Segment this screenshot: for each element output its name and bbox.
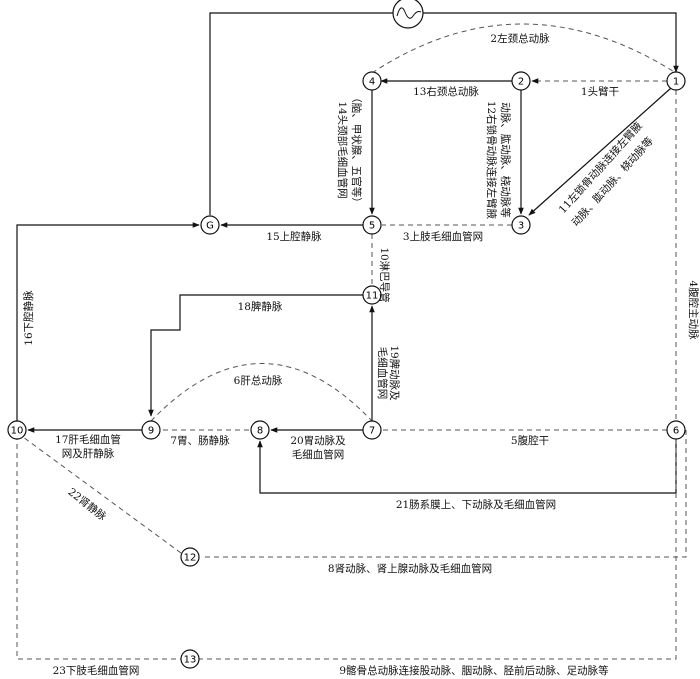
node-9: 9 <box>141 420 161 440</box>
edge-11-to-9 <box>148 294 363 417</box>
label-e1: 1头臂干 <box>581 85 619 98</box>
svg-text:13: 13 <box>184 655 197 666</box>
svg-text:6: 6 <box>673 426 679 437</box>
label-e2: 2左颈总动脉 <box>490 32 550 45</box>
svg-text:11: 11 <box>366 291 379 302</box>
node-5: 5 <box>362 215 382 235</box>
edge-6-to-13-to-10 <box>16 439 677 660</box>
svg-text:4: 4 <box>369 77 375 88</box>
node-G: G <box>200 215 220 235</box>
label-e14b: （脑、甲状腺、五官等） <box>350 92 363 208</box>
label-e14a: 14头颈部毛细血管网 <box>336 101 349 198</box>
edge-1-to-3 <box>528 87 672 216</box>
label-e17b: 网及肝静脉 <box>62 447 115 460</box>
label-e20a: 20胃动脉及 <box>290 434 346 447</box>
edge-1-to-4-arc <box>371 23 677 74</box>
svg-text:2: 2 <box>518 77 524 88</box>
svg-text:8: 8 <box>257 426 263 437</box>
node-10: 10 <box>7 420 27 440</box>
label-e17a: 17肝毛细血管 <box>55 433 121 446</box>
node-11: 11 <box>362 285 382 305</box>
node-6: 6 <box>666 420 686 440</box>
node-8: 8 <box>250 420 270 440</box>
svg-text:7: 7 <box>369 426 375 437</box>
label-e20b: 毛细血管网 <box>292 448 345 461</box>
heart-pump-icon <box>392 0 424 29</box>
edge-12-to-10 <box>22 436 182 554</box>
label-e18: 18脾静脉 <box>238 300 283 313</box>
svg-text:12: 12 <box>184 553 197 564</box>
label-e9: 9髂骨总动脉连接股动脉、胭动脉、胫前后动脉、足动脉等 <box>339 664 609 677</box>
label-e13: 13右颈总动脉 <box>413 85 479 98</box>
label-e22: 22肾静脉 <box>65 485 109 523</box>
label-e10: 10淋巴导管 <box>378 247 391 302</box>
node-12: 12 <box>180 547 200 567</box>
top-loop-right-line <box>423 12 679 73</box>
label-e12b: 动脉、肱动脉、桡动脉等 <box>499 102 512 218</box>
node-13: 13 <box>180 649 200 669</box>
svg-text:3: 3 <box>518 221 524 232</box>
label-e12a: 12右锁骨动脉连接左臂腋 <box>485 101 498 220</box>
edge-7-to-9-arc <box>150 363 373 422</box>
node-2: 2 <box>511 71 531 91</box>
svg-text:9: 9 <box>148 426 154 437</box>
node-3: 3 <box>511 215 531 235</box>
label-e8: 8肾动脉、肾上腺动脉及毛细血管网 <box>328 562 492 575</box>
label-e5: 5腹腔干 <box>511 434 549 447</box>
label-e15: 15上腔静脉 <box>266 230 322 243</box>
label-e21: 21肠系膜上、下动脉及毛细血管网 <box>396 498 556 511</box>
label-e4: 4腹腔主动脉 <box>687 280 700 340</box>
edge-6-to-12 <box>201 430 687 558</box>
svg-text:1: 1 <box>673 77 679 88</box>
label-e19b: 毛细血管网 <box>376 347 389 400</box>
label-e7: 7胃、肠静脉 <box>170 434 230 447</box>
label-e16: 16下腔静脉 <box>22 290 35 346</box>
edge-6-to-8 <box>257 439 677 494</box>
node-7: 7 <box>362 420 382 440</box>
label-e23: 23下肢毛细血管网 <box>53 664 140 677</box>
label-e3: 3上肢毛细血管网 <box>403 230 483 243</box>
top-loop-left-line <box>209 12 393 215</box>
svg-text:G: G <box>206 221 214 232</box>
svg-text:5: 5 <box>369 221 375 232</box>
svg-text:10: 10 <box>11 426 24 437</box>
node-1: 1 <box>666 71 686 91</box>
node-4: 4 <box>362 71 382 91</box>
label-e19a: 19脾动脉及 <box>388 345 401 401</box>
edge-10-to-G <box>16 222 200 421</box>
label-e6: 6肝总动脉 <box>234 374 283 387</box>
